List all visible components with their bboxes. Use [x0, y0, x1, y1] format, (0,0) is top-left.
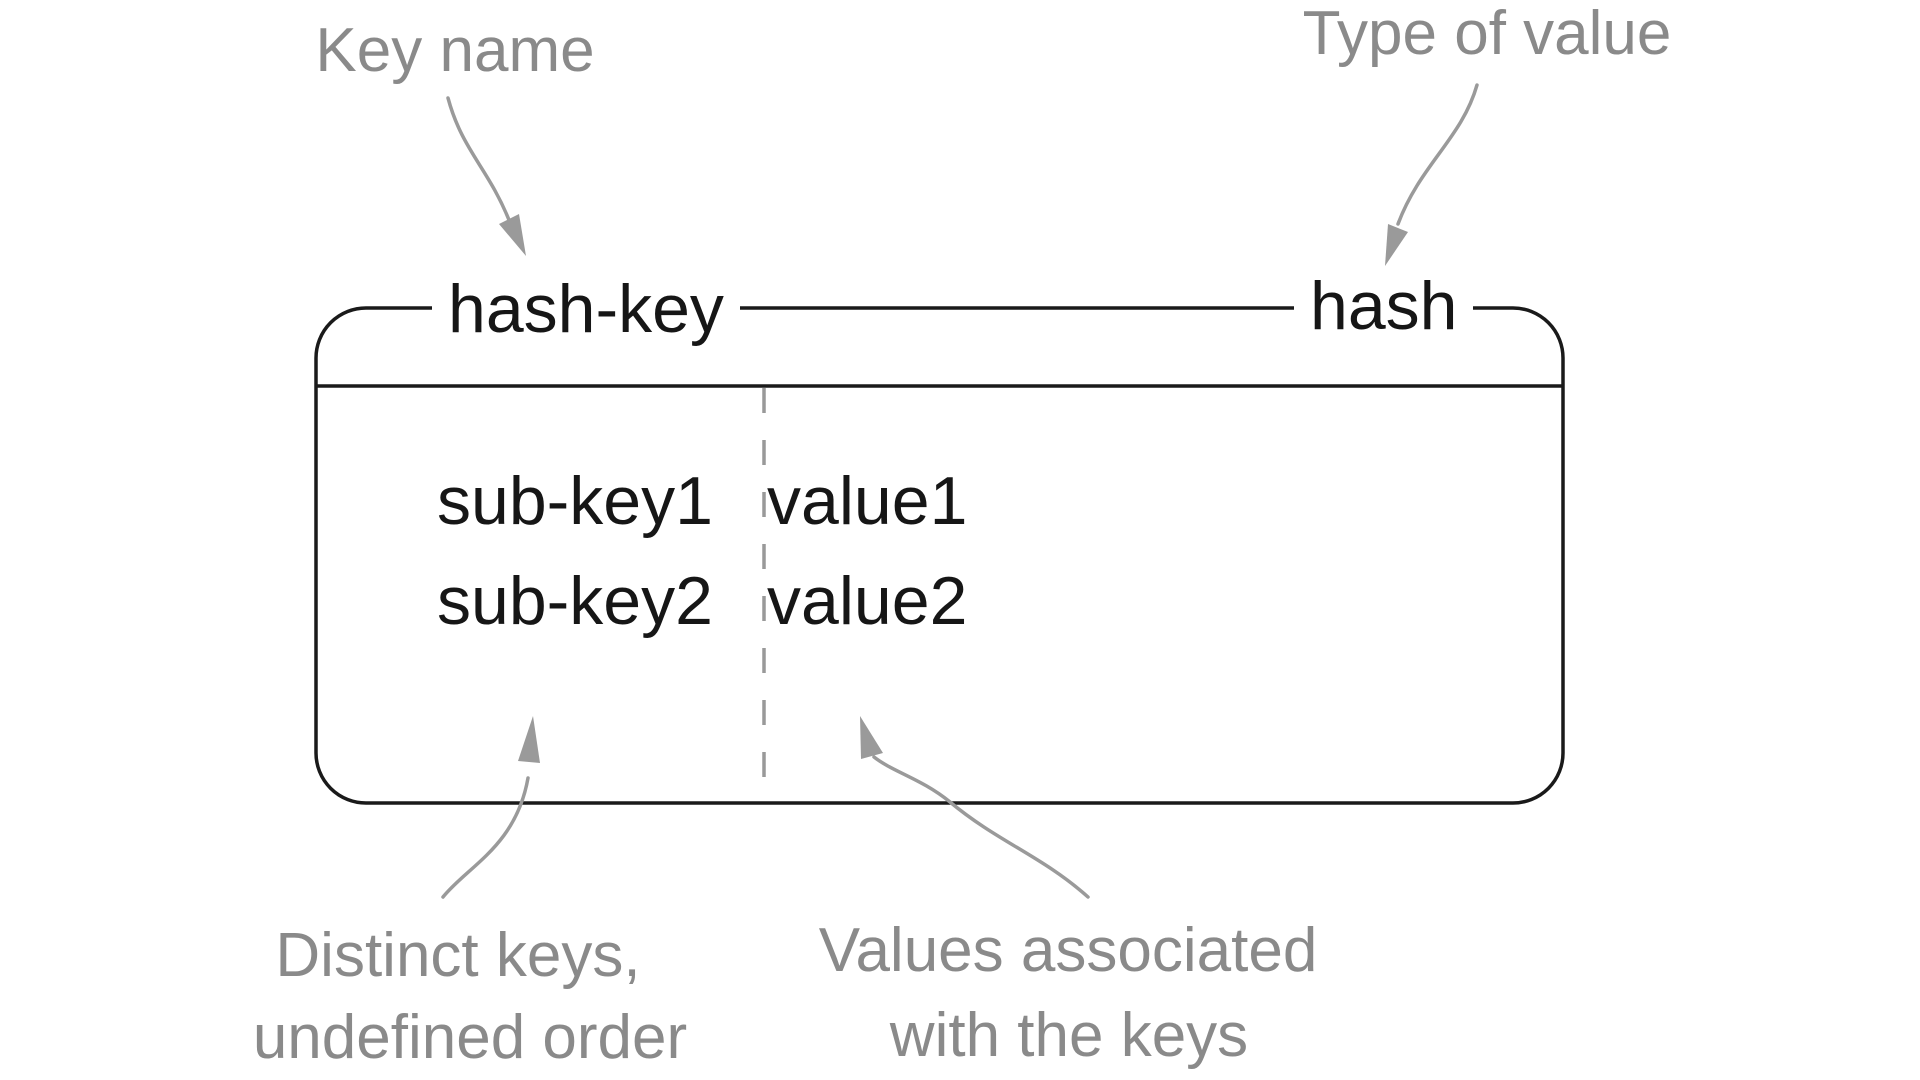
values-associated-annotation-line1: Values associated: [818, 916, 1318, 985]
key-name-arrow: [446, 96, 526, 256]
type-of-value-arrow: [1385, 83, 1479, 266]
hash-type-label: hash: [1294, 272, 1474, 340]
sub-key2-text: sub-key2: [437, 563, 713, 639]
sub-key1-text: sub-key1: [437, 463, 713, 539]
values-associated-annotation-line2: with the keys: [889, 1001, 1249, 1070]
value1-text: value1: [767, 463, 968, 539]
values-associated-arrow: [860, 716, 1090, 899]
distinct-keys-annotation-line2: undefined order: [252, 1003, 688, 1072]
type-of-value-annotation: Type of value: [1302, 0, 1672, 68]
key-name-annotation: Key name: [315, 16, 595, 85]
distinct-keys-arrow: [441, 716, 540, 899]
distinct-keys-annotation-line1: Distinct keys,: [275, 921, 641, 990]
hash-key-label: hash-key: [432, 275, 740, 343]
hash-box-outline: [314, 306, 1565, 805]
value2-text: value2: [767, 563, 968, 639]
